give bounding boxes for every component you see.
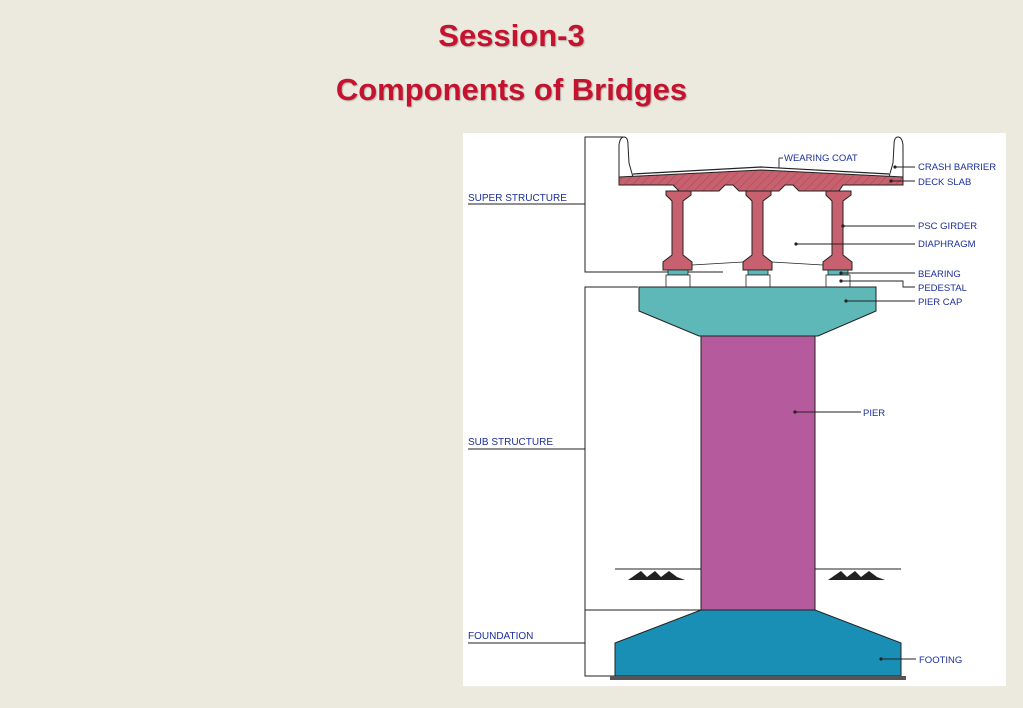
label-psc-girder: PSC GIRDER [918, 221, 977, 232]
sub-structure-label: SUB STRUCTURE [468, 437, 553, 448]
label-pier-cap: PIER CAP [918, 297, 962, 308]
label-pedestal: PEDESTAL [918, 283, 967, 294]
label-footing: FOOTING [919, 655, 962, 666]
callout-dots [793, 165, 897, 661]
pier-cap [638, 286, 877, 337]
label-wearing-coat: WEARING COAT [784, 153, 858, 164]
label-pier: PIER [863, 408, 885, 419]
psc-girders [662, 190, 853, 271]
deck-slab [618, 169, 904, 192]
label-deck-slab: DECK SLAB [918, 177, 971, 188]
ground-left [615, 568, 701, 580]
crash-barrier-left [618, 136, 634, 178]
structure-brackets [468, 136, 723, 677]
diaphragm [691, 261, 824, 266]
pedestals [665, 274, 851, 288]
footing [614, 609, 902, 677]
slide-title: Session-3 [438, 18, 585, 53]
slide-subtitle: Components of Bridges [335, 72, 688, 107]
super-structure-label: SUPER STRUCTURE [468, 193, 567, 204]
callout-leaders [778, 157, 916, 660]
label-bearing: BEARING [918, 269, 961, 280]
wearing-coat [632, 166, 890, 175]
crash-barrier-right [888, 136, 904, 178]
ground-right [815, 568, 901, 580]
bridge-components-diagram: SUPER STRUCTURE SUB STRUCTURE FOUNDATION [463, 133, 1006, 686]
pier [700, 335, 816, 611]
foundation-label: FOUNDATION [468, 631, 533, 642]
label-crash-barrier: CRASH BARRIER [918, 162, 996, 173]
footing-base-plate [610, 676, 906, 680]
label-diaphragm: DIAPHRAGM [918, 239, 976, 250]
